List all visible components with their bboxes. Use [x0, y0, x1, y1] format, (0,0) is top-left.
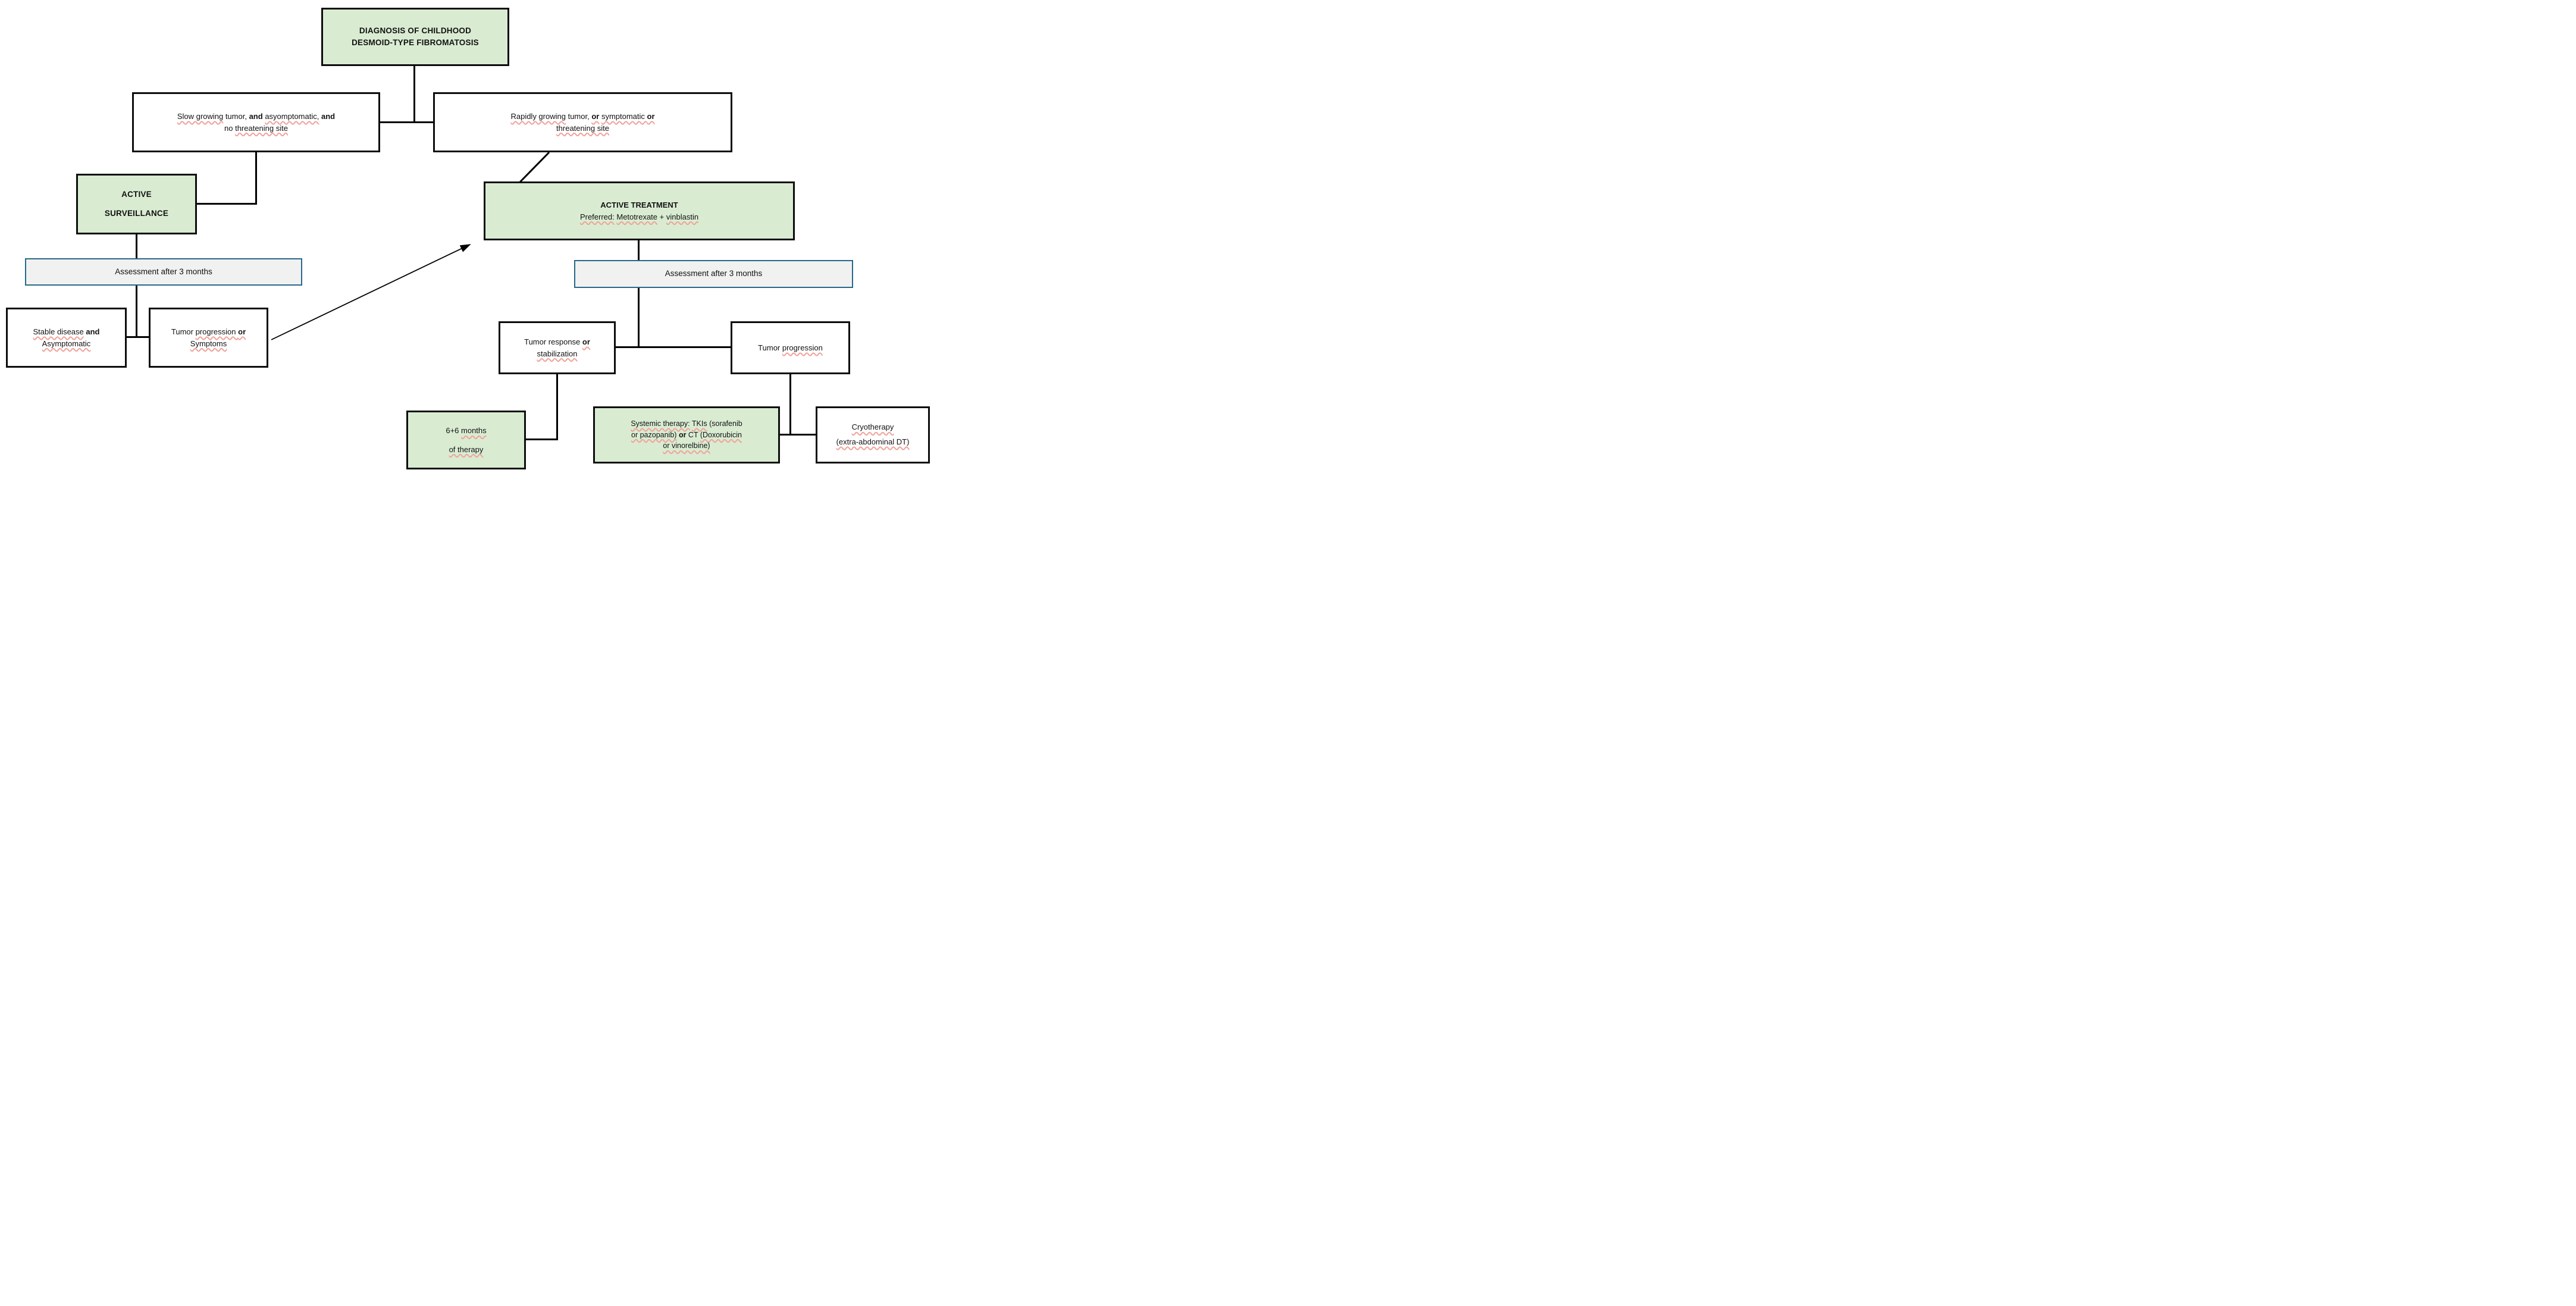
connector-slow-down [255, 152, 257, 205]
connector-diagnosis-down [413, 66, 415, 123]
connector-treatment-down [638, 240, 640, 261]
node-cryotherapy: Cryotherapy(extra-abdominal DT) [816, 406, 930, 463]
diagonal-connector-layer [271, 151, 550, 340]
node-slow-growing-tumor-label: Slow growing tumor, and asyomptomatic, a… [177, 112, 336, 133]
connector-branch-bar [380, 121, 434, 123]
connector-stable-tps-stub [127, 336, 149, 338]
connector-systemic-cryo-bar [780, 434, 816, 436]
connector-response-progression-bar [616, 346, 731, 348]
connector-response-to-sixsix [526, 439, 558, 440]
node-tumor-progression: Tumor progression [731, 321, 850, 374]
arrow-progression-to-treatment [271, 244, 471, 340]
node-rapidly-growing-tumor-label: Rapidly growing tumor, or symptomatic or… [510, 112, 655, 133]
connector-progression-down [789, 374, 791, 435]
connector-response-down [556, 374, 558, 440]
connector-surveillance-down [136, 234, 137, 259]
node-cryotherapy-label: Cryotherapy(extra-abdominal DT) [836, 422, 910, 446]
node-assessment-right: Assessment after 3 months [574, 260, 853, 288]
connector-slow-to-surveillance [197, 203, 257, 205]
node-tumor-progression-label: Tumor progression [758, 343, 823, 352]
connector-assessleft-down [136, 286, 137, 337]
node-assessment-left: Assessment after 3 months [25, 258, 302, 286]
node-slow-growing-tumor: Slow growing tumor, and asyomptomatic, a… [132, 92, 380, 152]
node-assessment-right-label: Assessment after 3 months [665, 269, 763, 278]
connector-assessright-down [638, 288, 640, 347]
connector-rapid-to-treatment [519, 151, 550, 183]
node-assessment-left-label: Assessment after 3 months [115, 267, 212, 276]
node-rapidly-growing-tumor: Rapidly growing tumor, or symptomatic or… [433, 92, 732, 152]
